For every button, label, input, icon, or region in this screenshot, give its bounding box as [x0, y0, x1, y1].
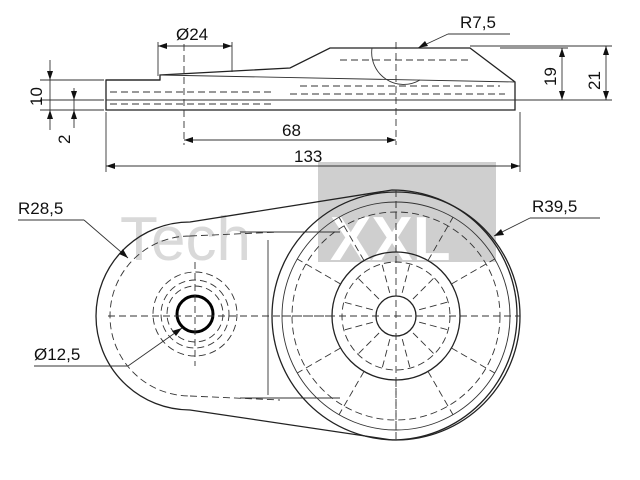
hub-rib: [401, 263, 411, 293]
dimension-68: 68: [184, 121, 396, 143]
wheel-spoke: [427, 217, 454, 261]
wheel-spoke: [427, 371, 454, 415]
label-68: 68: [282, 121, 301, 140]
label-h21: 21: [585, 71, 604, 90]
label-r28-5: R28,5: [18, 199, 63, 218]
wheel-spoke: [297, 258, 341, 285]
dimension-r39-5: R39,5: [493, 197, 600, 237]
side-view-mid-line: [159, 74, 516, 83]
dimension-left-heights: 10 2: [27, 60, 104, 144]
hub-rib: [381, 263, 391, 293]
label-r7-5: R7,5: [460, 13, 496, 32]
top-view: [95, 189, 521, 441]
hub-rib: [357, 332, 380, 355]
label-h19: 19: [541, 67, 560, 86]
label-r39-5: R39,5: [532, 197, 577, 216]
hub-rib: [343, 301, 373, 311]
side-view-hidden-lines: [110, 59, 515, 105]
left-hub-ring: [152, 271, 238, 357]
watermark-box: [318, 162, 496, 262]
label-h10: 10: [27, 87, 46, 106]
side-view-bump: [371, 47, 421, 85]
watermark-text-light: Tech: [120, 205, 251, 274]
hub-rib: [401, 339, 411, 369]
wheel-spoke: [451, 347, 495, 374]
dimension-right-heights: 19 21: [470, 45, 612, 101]
dimension-d24: Ø24: [157, 25, 233, 76]
hub-rib: [343, 321, 373, 331]
hub-rib: [412, 277, 435, 300]
side-view: [105, 42, 516, 145]
dimension-d12-5: Ø12,5: [34, 327, 183, 367]
label-h2: 2: [55, 135, 74, 144]
label-133: 133: [294, 147, 322, 166]
left-hub-ring-inner-2: [166, 285, 224, 343]
hub-rib: [419, 301, 449, 311]
side-view-outline: [105, 47, 516, 111]
dimension-133: 133: [105, 112, 521, 172]
label-d12-5: Ø12,5: [34, 345, 80, 364]
dimension-r7-5: R7,5: [417, 13, 510, 49]
label-d24: Ø24: [176, 25, 208, 44]
hub-rib: [412, 332, 435, 355]
hub-rib: [419, 321, 449, 331]
dimension-r28-5: R28,5: [18, 199, 129, 259]
wheel-spoke: [297, 347, 341, 374]
hub-rib: [357, 277, 380, 300]
watermark: Tech XXL: [120, 162, 496, 274]
wheel-spoke: [338, 371, 365, 415]
hub-rib: [381, 339, 391, 369]
wheel-spoke: [338, 217, 365, 261]
wheel-spoke: [451, 258, 495, 285]
